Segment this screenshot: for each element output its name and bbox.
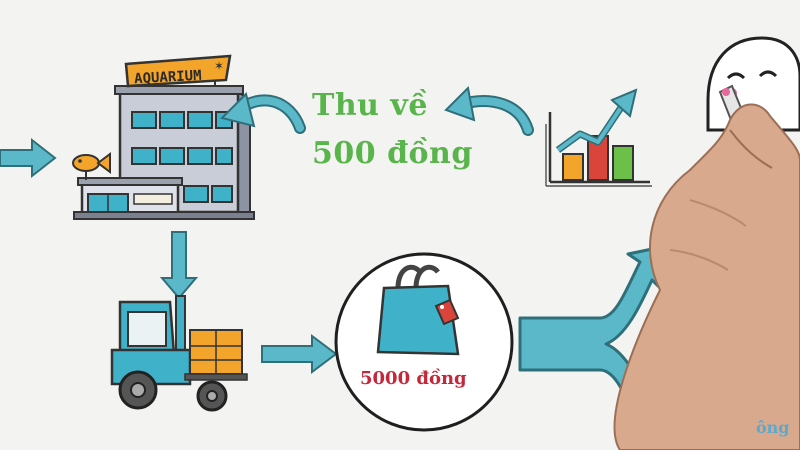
drawing-hand — [613, 84, 800, 450]
aquarium-building — [73, 85, 255, 220]
chart-to-revenue-arrow — [444, 85, 534, 136]
corner-text: ông — [756, 418, 790, 437]
bag-price-label: 5000 đồng — [360, 368, 467, 389]
down-arrow — [159, 231, 199, 300]
growth-chart-icon — [545, 88, 652, 187]
revenue-arrow — [220, 92, 306, 134]
star-icon: ✶ — [214, 59, 224, 73]
forklift-icon — [110, 295, 248, 412]
forklift-to-bag-arrow — [261, 334, 338, 374]
incoming-arrow — [0, 137, 57, 179]
fish-icon — [72, 152, 111, 180]
revenue-label-line2: 500 đồng — [312, 136, 473, 171]
sign-text: AQUARIUM — [134, 68, 202, 88]
shopping-bag-icon — [376, 264, 460, 356]
revenue-label-line1: Thu về — [312, 88, 428, 123]
aquarium-sign: AQUARIUM ✶ — [124, 54, 232, 88]
